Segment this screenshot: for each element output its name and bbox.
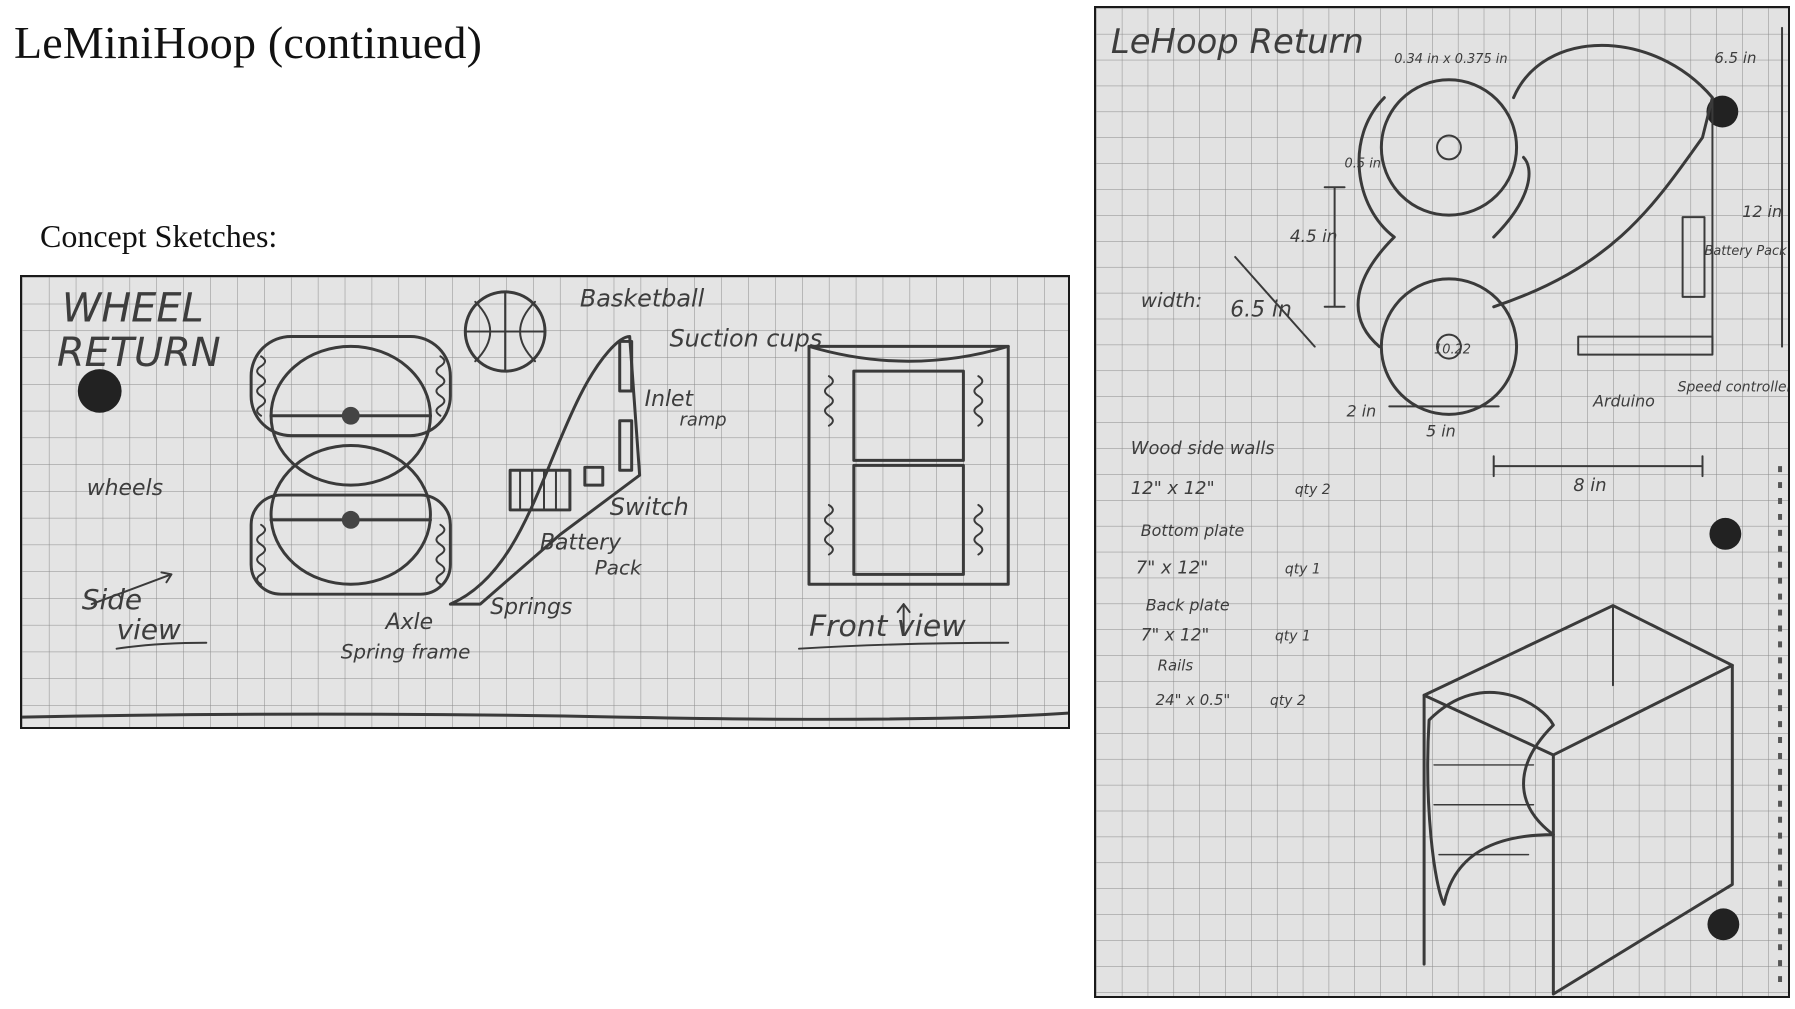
label-hub: 10.22 [1434, 343, 1471, 358]
label-suction-cups: Suction cups [670, 324, 823, 352]
part-back-plate-size: 7" x 12" [1141, 624, 1210, 644]
label-width: width: [1141, 289, 1202, 312]
lehoop-return-sketch: LeHoop Return 0.34 in x 0.375 in 6.5 in … [1096, 8, 1788, 996]
parts-list: Wood side walls 12" x 12" qty 2 Bottom p… [1131, 438, 1331, 709]
punch-hole-icon [1706, 95, 1739, 128]
label-axle: Axle [384, 610, 434, 635]
label-side-view-line2: view [117, 613, 181, 646]
part-wood-side-walls-qty: qty 2 [1295, 482, 1331, 498]
wheel-return-heading-line1: WHEEL [62, 286, 204, 332]
label-dim-8: 8 in [1573, 475, 1606, 496]
top-view-drawing [1234, 26, 1784, 478]
label-inlet-ramp-line1: Inlet [645, 387, 695, 412]
part-rails-size: 24" x 0.5" [1156, 691, 1231, 709]
label-dim-2: 2 in [1347, 401, 1377, 420]
label-dim-5: 5 in [1426, 421, 1456, 440]
lehoop-heading: LeHoop Return [1111, 22, 1364, 61]
part-bottom-plate-size: 7" x 12" [1136, 558, 1209, 579]
label-arduino: Arduino [1592, 391, 1655, 410]
lehoop-return-sketch-photo: LeHoop Return 0.34 in x 0.375 in 6.5 in … [1094, 6, 1790, 998]
part-back-plate: Back plate [1146, 596, 1230, 615]
slide-title: LeMiniHoop (continued) [14, 17, 483, 68]
label-dim-0-5: 0.5 in [1345, 156, 1381, 171]
wheel-return-sketch-photo: WHEEL RETURN [20, 275, 1070, 729]
label-springs: Springs [490, 595, 572, 620]
label-switch: Switch [610, 493, 689, 521]
concept-sketches-label: Concept Sketches: [40, 218, 278, 254]
label-side-view-line1: Side [82, 583, 142, 616]
part-bottom-plate-qty: qty 1 [1285, 562, 1321, 578]
isometric-drawing [1422, 604, 1734, 996]
punch-hole-icon [1709, 517, 1742, 550]
wheel-return-sketch: WHEEL RETURN [22, 277, 1068, 727]
punch-hole-icon [1707, 908, 1740, 941]
part-rails: Rails [1158, 656, 1194, 674]
part-back-plate-qty: qty 1 [1275, 628, 1311, 644]
label-spring-frame: Spring frame [341, 641, 471, 664]
label-wheels: wheels [87, 476, 163, 501]
label-battery-pack-line1: Battery [540, 531, 622, 556]
label-dim-top-small: 0.34 in x 0.375 in [1394, 52, 1507, 67]
part-bottom-plate: Bottom plate [1141, 521, 1245, 540]
wheel-return-heading-line2: RETURN [57, 330, 221, 376]
label-front-view: Front view [809, 609, 966, 644]
front-view-drawing [798, 344, 1010, 650]
side-view-drawing [90, 290, 642, 650]
label-dim-4-5: 4.5 in [1290, 226, 1338, 246]
label-dim-12: 12 in [1742, 202, 1782, 221]
label-speed-controller: Speed controller [1678, 379, 1788, 395]
part-rails-qty: qty 2 [1270, 693, 1306, 709]
label-dim-6-5-top: 6.5 in [1714, 49, 1756, 67]
part-wood-side-walls-size: 12" x 12" [1131, 478, 1215, 499]
label-inlet-ramp-line2: ramp [679, 410, 726, 431]
label-battery-pack-line2: Pack [595, 556, 643, 579]
label-basketball: Basketball [580, 285, 705, 313]
label-width-value: 6.5 in [1230, 298, 1292, 323]
part-wood-side-walls: Wood side walls [1131, 438, 1275, 459]
label-battery-pack: Battery Pack [1704, 244, 1787, 259]
punch-hole-icon [77, 369, 122, 413]
